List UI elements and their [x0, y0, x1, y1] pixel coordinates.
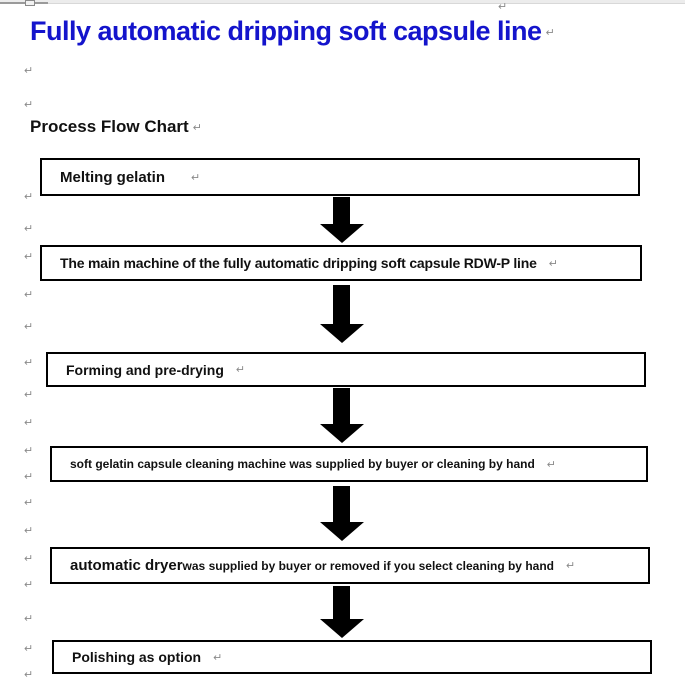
paragraph-mark-icon: ↵	[24, 579, 34, 591]
flow-step-label: soft gelatin capsule cleaning machine wa…	[70, 457, 535, 471]
flow-step-label: Melting gelatin	[60, 168, 165, 186]
flow-step-label: Forming and pre-drying	[66, 361, 224, 378]
down-arrow-icon	[320, 324, 364, 343]
paragraph-mark-icon: ↵	[24, 445, 34, 457]
flow-step-label: Polishing as option	[72, 649, 202, 665]
down-arrow-icon	[320, 522, 364, 541]
down-arrow-icon	[333, 285, 350, 324]
table-move-handle	[25, 0, 35, 6]
paragraph-mark-icon: ↵	[24, 65, 34, 77]
paragraph-mark-icon: ↵	[24, 497, 34, 509]
paragraph-mark-icon: ↵	[565, 560, 576, 572]
paragraph-mark-icon: ↵	[235, 364, 246, 376]
paragraph-mark-icon: ↵	[24, 99, 34, 111]
paragraph-mark-icon: ↵	[24, 669, 34, 681]
paragraph-mark-icon: ↵	[24, 553, 34, 565]
down-arrow-icon	[333, 486, 350, 522]
down-arrow-icon	[320, 619, 364, 638]
flow-step-polishing: Polishing as option ↵	[52, 640, 652, 674]
paragraph-mark-icon: ↵	[24, 321, 34, 333]
page-title-text: Fully automatic dripping soft capsule li…	[30, 16, 542, 46]
paragraph-mark-icon: ↵	[191, 171, 201, 184]
flow-step-cleaning-machine: soft gelatin capsule cleaning machine wa…	[50, 446, 648, 482]
section-heading: Process Flow Chart↵	[30, 117, 202, 137]
down-arrow-icon	[333, 197, 350, 224]
flow-step-label: automatic dryer	[70, 557, 183, 574]
paragraph-mark-icon: ↵	[546, 458, 556, 471]
paragraph-mark-icon: ↵	[545, 27, 555, 40]
down-arrow-icon	[320, 224, 364, 243]
paragraph-mark-icon: ↵	[24, 251, 34, 263]
paragraph-mark-icon: ↵	[24, 643, 34, 655]
flow-step-forming-predrying: Forming and pre-drying ↵	[46, 352, 646, 387]
flow-step-main-machine: The main machine of the fully automatic …	[40, 245, 642, 281]
down-arrow-icon	[333, 388, 350, 424]
paragraph-mark-icon: ↵	[548, 257, 558, 270]
paragraph-mark-icon: ↵	[24, 471, 34, 483]
paragraph-mark-icon: ↵	[24, 289, 34, 301]
paragraph-mark-icon: ↵	[24, 525, 34, 537]
paragraph-mark-icon: ↵	[192, 122, 202, 135]
down-arrow-icon	[333, 586, 350, 619]
page-top-edge	[0, 0, 685, 4]
paragraph-mark-icon: ↵	[498, 1, 508, 13]
flow-step-automatic-dryer: automatic dryer was supplied by buyer or…	[50, 547, 650, 584]
paragraph-mark-icon: ↵	[24, 389, 34, 401]
flow-step-label-detail: was supplied by buyer or removed if you …	[182, 558, 554, 573]
paragraph-mark-icon: ↵	[24, 417, 34, 429]
paragraph-mark-icon: ↵	[24, 191, 34, 203]
flow-step-melting-gelatin: Melting gelatin ↵	[40, 158, 640, 196]
paragraph-mark-icon: ↵	[24, 613, 34, 625]
flow-step-label: The main machine of the fully automatic …	[60, 255, 537, 271]
paragraph-mark-icon: ↵	[213, 651, 223, 664]
paragraph-mark-icon: ↵	[24, 223, 34, 235]
paragraph-mark-icon: ↵	[24, 357, 34, 369]
section-heading-text: Process Flow Chart	[30, 117, 189, 136]
down-arrow-icon	[320, 424, 364, 443]
page-top-edge-shadow	[0, 2, 48, 4]
page-title: Fully automatic dripping soft capsule li…	[30, 16, 555, 47]
